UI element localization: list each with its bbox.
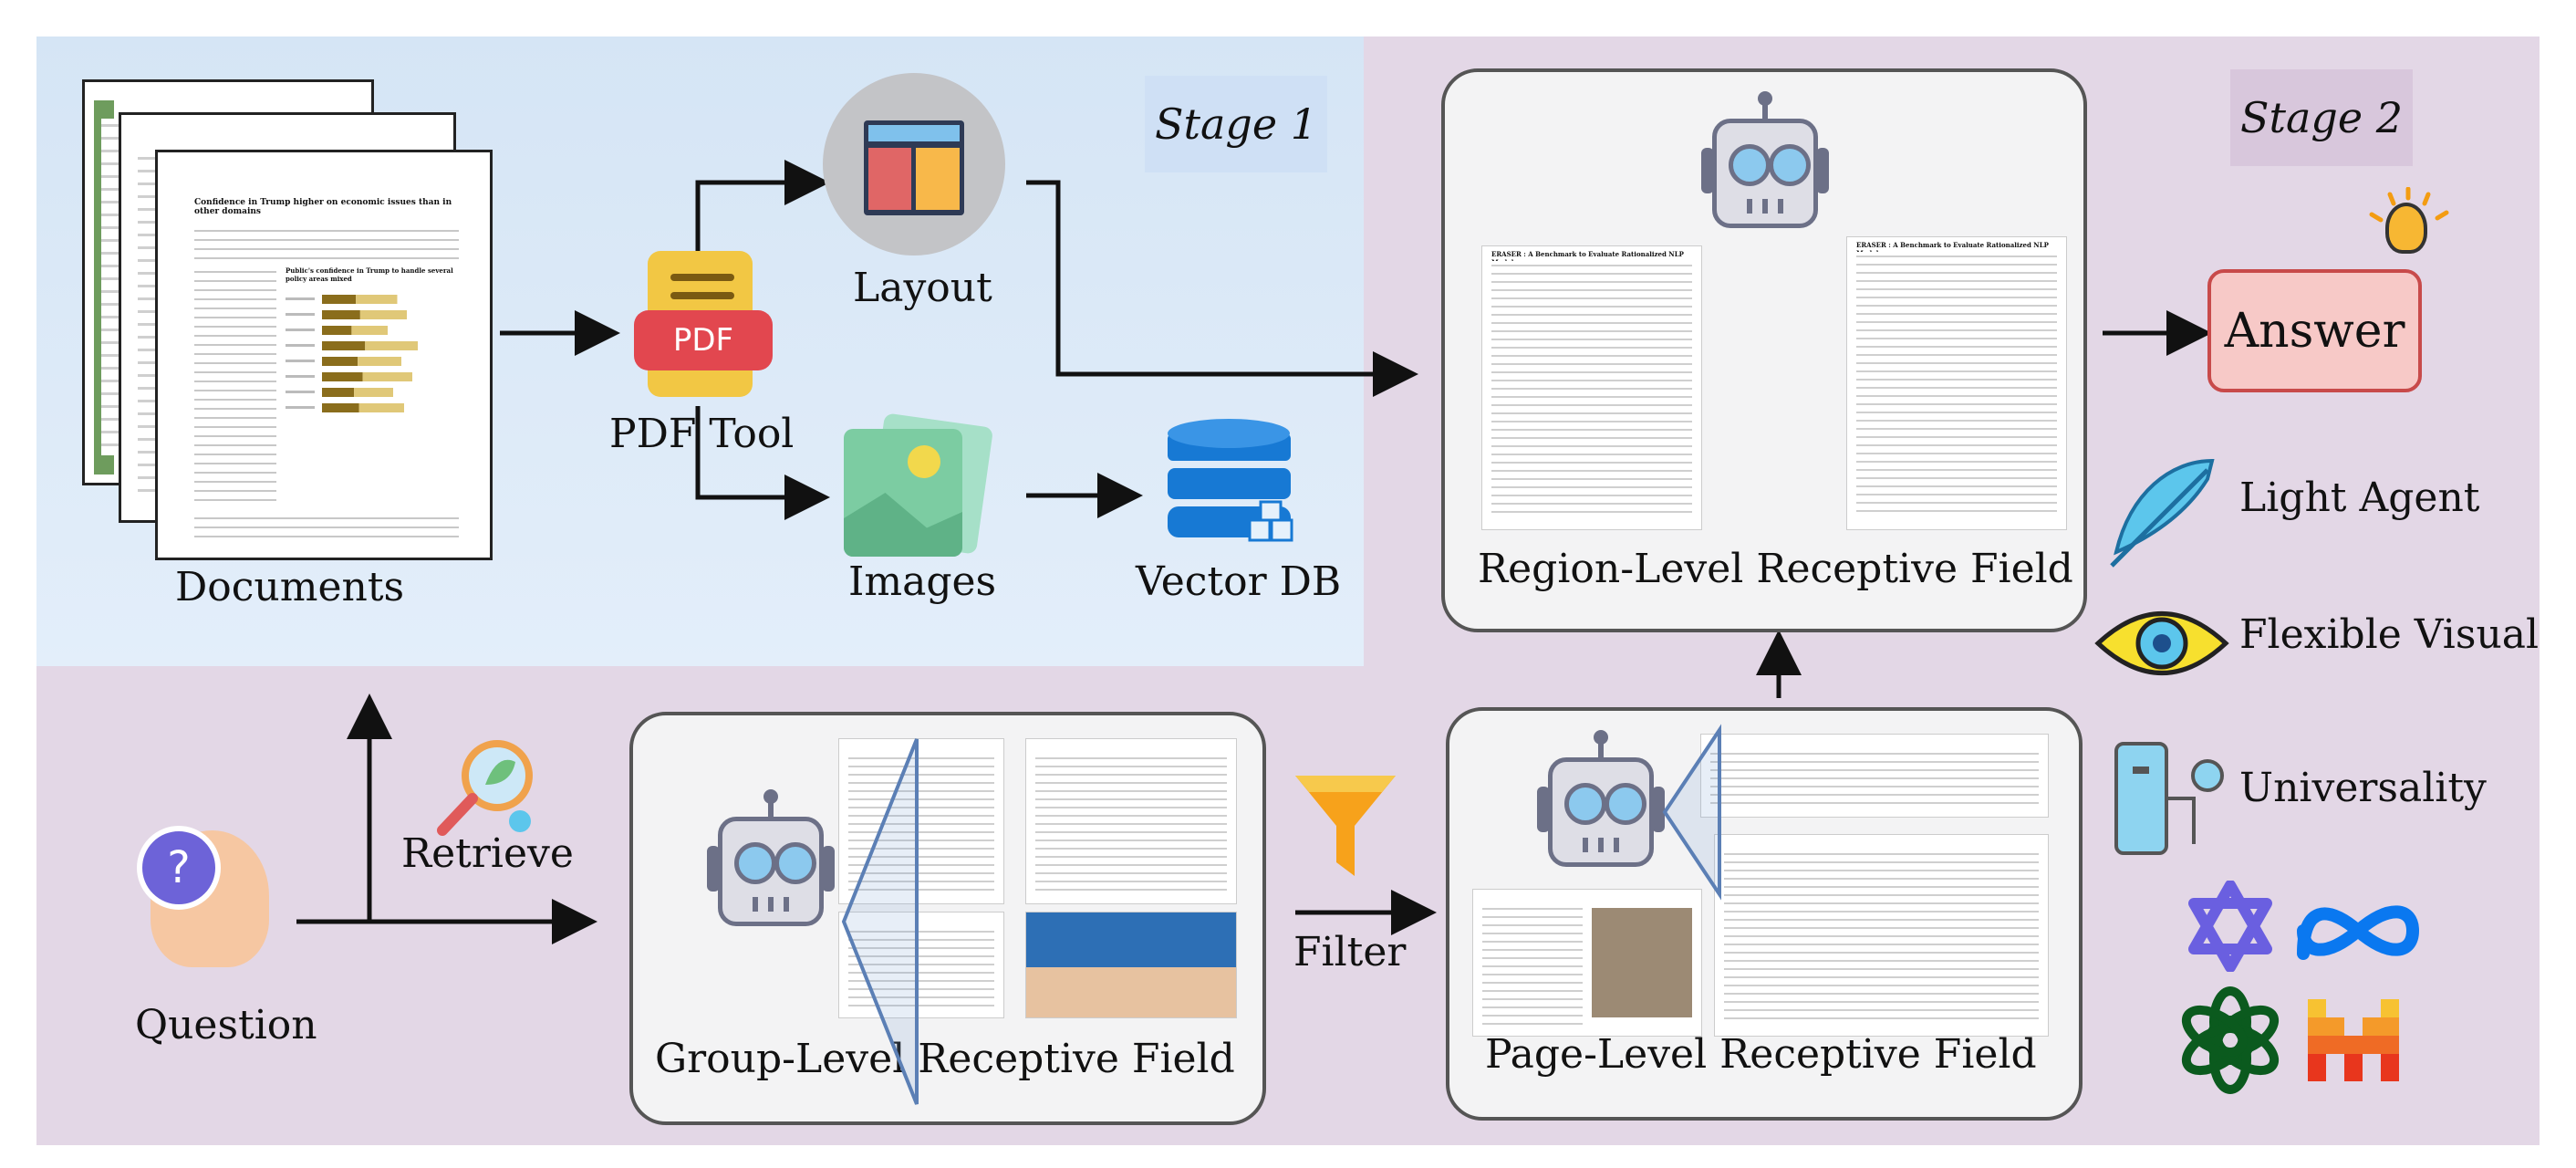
model-logo-star-icon — [2188, 881, 2272, 972]
filter-funnel-icon — [1295, 776, 1396, 876]
pdf-tool-label: PDF Tool — [609, 411, 795, 457]
mistral-logo-icon — [2308, 999, 2399, 1081]
openai-logo-icon — [2181, 986, 2280, 1094]
arrow-pdf-to-layout — [695, 160, 830, 251]
page-level-page-3 — [1714, 834, 2049, 1037]
doc-bar-dark — [322, 341, 366, 350]
robot-icon-page — [1537, 730, 1665, 876]
retrieve-label: Retrieve — [401, 830, 574, 877]
doc-bar-dark — [322, 403, 359, 412]
doc-bar-label — [286, 406, 315, 409]
layout-label: Layout — [853, 265, 992, 311]
doc-bar-light — [358, 403, 404, 412]
doc-bar-light — [351, 326, 388, 335]
documents-label: Documents — [175, 564, 405, 610]
meta-logo-icon — [2297, 905, 2420, 960]
feature-flexible-visual: Flexible Visual — [2239, 611, 2540, 658]
doc-bar-light — [354, 388, 393, 397]
doc-bar-light — [365, 341, 418, 350]
doc-bar-dark — [322, 372, 363, 381]
doc-bar-light — [359, 310, 407, 319]
feature-universality: Universality — [2239, 765, 2487, 811]
doc-bar-dark — [322, 326, 352, 335]
document-heading: Confidence in Trump higher on economic i… — [194, 198, 452, 216]
arrow-pdf-to-images — [695, 406, 830, 520]
doc-bar-dark — [322, 295, 357, 304]
page-level-page-2 — [1472, 889, 1702, 1037]
page-level-page-1 — [1700, 734, 2049, 818]
pdf-badge: PDF — [634, 310, 773, 370]
doc-bar-label — [286, 313, 315, 316]
doc-bar-label — [286, 297, 315, 300]
lightbulb-icon — [2385, 203, 2427, 254]
document-bar-chart — [286, 295, 418, 412]
group-page-1 — [838, 738, 1004, 904]
filter-label: Filter — [1293, 929, 1407, 975]
stage1-label: Stage 1 — [1145, 76, 1327, 172]
region-paper-left: ERASER : A Benchmark to Evaluate Rationa… — [1481, 245, 1702, 530]
doc-bar-light — [356, 295, 398, 304]
lightbulb-rays — [2369, 187, 2449, 223]
doc-bar-label — [286, 344, 315, 347]
group-view-cone — [841, 738, 919, 1105]
page-label: Page-Level Receptive Field — [1485, 1031, 2037, 1078]
robot-icon-group — [707, 789, 835, 935]
retrieve-magnifier-icon — [437, 740, 533, 836]
doc-bar-light — [358, 357, 401, 366]
stage2-label: Stage 2 — [2230, 69, 2413, 166]
doc-bar-label — [286, 375, 315, 378]
region-paper-right: ERASER : A Benchmark to Evaluate Rationa… — [1846, 236, 2067, 530]
doc-bar-label — [286, 328, 315, 331]
doc-bar-label — [286, 360, 315, 362]
doc-bar-label — [286, 391, 315, 393]
eye-icon — [2094, 611, 2229, 675]
page-view-cone — [1662, 724, 1721, 901]
feature-light-agent: Light Agent — [2239, 474, 2480, 521]
doc-bar-dark — [322, 388, 355, 397]
vector-db-icon — [1168, 419, 1293, 542]
region-label: Region-Level Receptive Field — [1478, 546, 2073, 592]
document-page-front: Confidence in Trump higher on economic i… — [155, 150, 493, 560]
images-label: Images — [848, 558, 997, 605]
feather-icon — [2110, 458, 2215, 568]
doc-bar-light — [362, 372, 412, 381]
question-label: Question — [135, 1002, 317, 1048]
device-icon — [2114, 742, 2224, 855]
robot-icon — [1701, 91, 1829, 237]
answer-box[interactable]: Answer — [2207, 269, 2422, 392]
doc-bar-dark — [322, 310, 360, 319]
arrow-layout-to-region — [1026, 180, 1418, 397]
group-page-4 — [1025, 912, 1237, 1018]
group-label: Group-Level Receptive Field — [655, 1036, 1235, 1082]
document-chart-title: Public's confidence in Trump to handle s… — [286, 266, 453, 283]
doc-bar-dark — [322, 357, 358, 366]
vector-db-label: Vector DB — [1136, 558, 1342, 605]
group-page-2 — [1025, 738, 1237, 904]
